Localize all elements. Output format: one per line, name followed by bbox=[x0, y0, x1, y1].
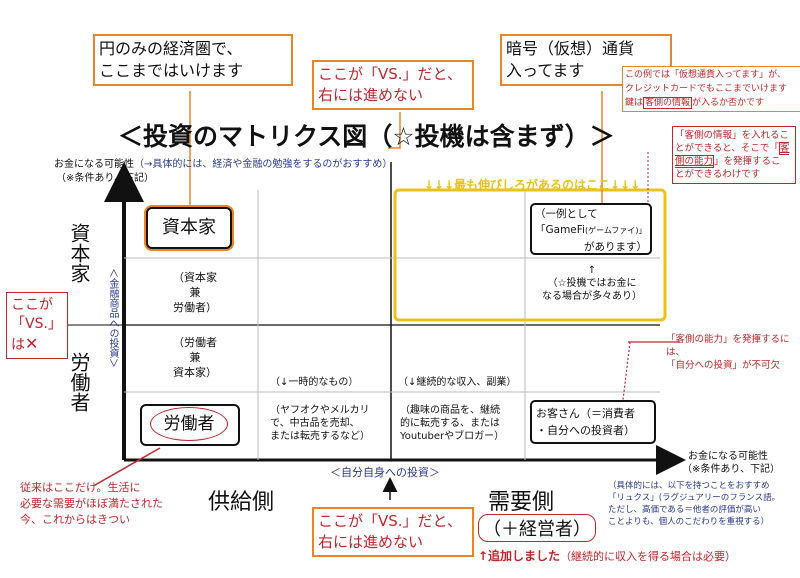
page-title: ＜投資のマトリクス図（☆投機は含まず）＞ bbox=[118, 122, 615, 151]
cell-hobby-resale: （趣味の商品を、継続 的に転売する、または Youtuberやブロガー） bbox=[400, 405, 505, 442]
cell-laborer-capitalist: （労働者 兼 資本家） bbox=[173, 336, 217, 379]
gamefi-line-3: があります） bbox=[584, 241, 647, 253]
cell-resale: （ヤフオクやメルカリ で、中古品を売却、 または転売するなど） bbox=[270, 405, 370, 442]
cross-mark-icon: ✕ bbox=[25, 334, 39, 353]
callout-yen-economy: 円のみの経済圏で、 ここまではいけます bbox=[93, 34, 293, 86]
crypto-note-line-2: クレジットカードでもここまでいけます bbox=[625, 84, 788, 94]
customer-ability-note: 「客側の能力」を発揮するには、 「自分への投資」が不可欠 bbox=[666, 334, 790, 371]
x-axis-label: お金になる可能性 bbox=[688, 451, 768, 462]
gamefi-line-2: 「GameFi(ゲームファイ)」 bbox=[535, 224, 647, 236]
callout-vs-top: ここが「VS.」だと、 右には進めない bbox=[312, 60, 474, 110]
crypto-note-line-3: 鍵は客側の情報が入るか否かです bbox=[625, 97, 765, 109]
bottom-left-note: 従来はここだけ。生活に 必要な需要がほぼ満たされた 今、これからはきつい bbox=[20, 481, 163, 526]
demand-sub-label: （＋経営者） bbox=[478, 514, 596, 542]
cell-speculation-note: ↑ （☆投機ではお金に なる場合が多々あり） bbox=[542, 265, 642, 302]
gamefi-box: （一例として 「GameFi(ゲームファイ)」 があります） bbox=[530, 203, 652, 255]
capitalist-box: 資本家 bbox=[146, 207, 232, 249]
added-note: ↑追加しました（継続的に収入を得る場合は必要） bbox=[478, 549, 737, 563]
demand-side-label: 需要側 bbox=[488, 490, 555, 515]
cell-temporary: （↓一時的なもの） bbox=[270, 377, 359, 388]
crypto-note-line-1: この例では「仮想通貨入ってます」が、 bbox=[625, 70, 786, 80]
callout-vs-bottom: ここが「VS.」だと、 右には進めない bbox=[312, 507, 474, 557]
highlight-region bbox=[393, 188, 667, 322]
laborer-label: 労働者 bbox=[150, 407, 228, 441]
y-axis-label: お金になる可能性（→具体的には、経済や金融の勉強をするのがおすすめ） bbox=[54, 159, 393, 170]
y-axis-title: ＜金融商品への投資＞ bbox=[107, 268, 118, 368]
x-axis-title: ＜自分自身への投資＞ bbox=[330, 466, 440, 479]
side-label-capitalist: 資本家 bbox=[67, 223, 91, 283]
gamefi-line-1: （一例として bbox=[535, 208, 598, 220]
customer-info-note: 「客側の情報」を入れるこ とができると、そこで「客 側の能力」を発揮するこ とが… bbox=[672, 126, 796, 184]
customer-info-keyword: 客側の情報 bbox=[643, 97, 693, 109]
luxus-note: （具体的には、以下を持つことをおすすめ 「リュクス」(ラグジュアリーのフランス語… bbox=[608, 481, 781, 527]
supply-side-label: 供給側 bbox=[208, 490, 275, 515]
callout-crypto: 暗号（仮想）通貨 入ってます bbox=[500, 34, 672, 86]
crypto-note: この例では「仮想通貨入ってます」が、 クレジットカードでもここまでいけます 鍵は… bbox=[622, 66, 800, 112]
customer-box: お客さん（＝消費者 ・自分への投資者） bbox=[530, 400, 656, 444]
x-axis-subtitle: （※条件あり、下記） bbox=[682, 464, 780, 475]
cell-capitalist-laborer: （資本家 兼 労働者） bbox=[173, 271, 217, 314]
left-vs-box: ここが 「VS.」 は✕ bbox=[6, 292, 68, 359]
highlight-banner: ↓↓↓最も伸びしろがあるのはここ↓↓↓ bbox=[423, 178, 641, 192]
laborer-box: 労働者 bbox=[140, 404, 240, 446]
y-axis-subtitle: （※条件あり、下記） bbox=[56, 173, 154, 184]
side-label-laborer: 労働者 bbox=[67, 352, 91, 412]
cell-continuous: （↓継続的な収入、副業） bbox=[398, 377, 517, 388]
